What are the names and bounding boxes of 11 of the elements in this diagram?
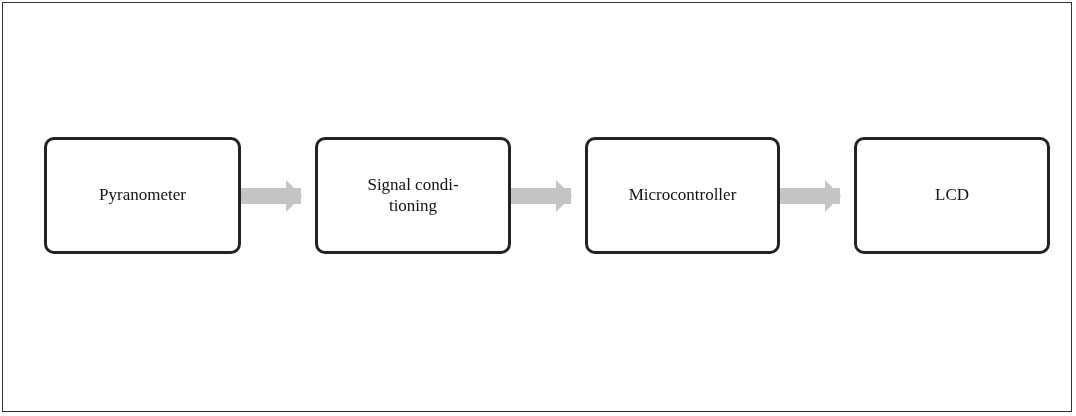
- box-label: Microcontroller: [628, 185, 737, 206]
- process-box: [854, 137, 1050, 254]
- block-arrow: [241, 180, 302, 212]
- block-arrow: [511, 180, 572, 212]
- process-box: [44, 137, 241, 254]
- process-box: [315, 137, 511, 254]
- box-label: LCD: [935, 185, 969, 206]
- block-arrow: [780, 180, 841, 212]
- process-box: [585, 137, 780, 254]
- box-label: Pyranometer: [99, 185, 186, 206]
- box-label: Signal condi- tioning: [366, 175, 460, 216]
